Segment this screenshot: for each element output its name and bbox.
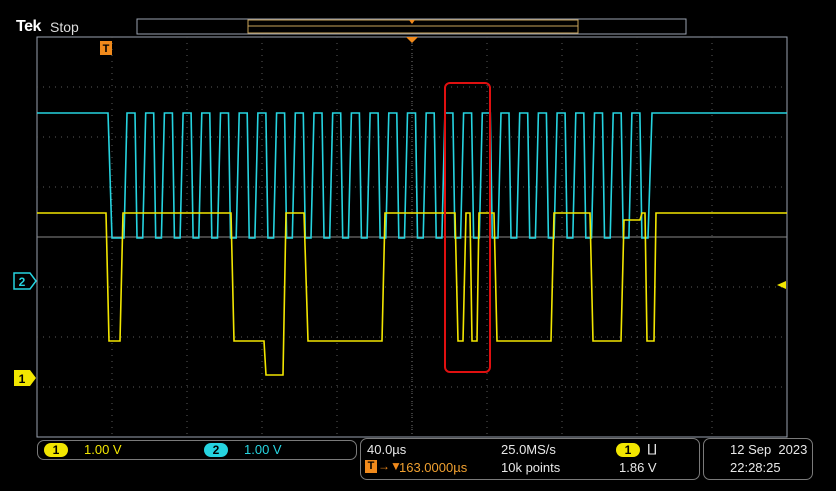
- horizontal-scale: 40.0µs: [367, 442, 407, 457]
- trigger-level: 1.86 V: [619, 460, 657, 475]
- ch1-badge[interactable]: 1: [44, 443, 68, 457]
- ch1-ground-marker: [14, 370, 36, 386]
- ch1-waveform: [37, 212, 787, 376]
- ch1-ground-label: 1: [19, 372, 26, 386]
- channel-scale-panel[interactable]: 1 1.00 V 2 1.00 V: [37, 440, 357, 460]
- ch2-waveform: [37, 112, 787, 239]
- timebase-panel[interactable]: 40.0µs 25.0MS/s 1 ⨿ T →▼ 163.0000µs 10k …: [360, 438, 700, 480]
- overview-trigger-marker: [409, 20, 415, 24]
- time-readout: 22:28:25: [730, 460, 781, 475]
- ch1-scale: 1.00 V: [84, 442, 122, 457]
- trigger-level-marker: [777, 281, 786, 289]
- trigger-source-badge[interactable]: 1: [616, 443, 640, 457]
- trigger-t-label: T: [103, 43, 110, 55]
- datetime-panel: 12 Sep 2023 22:28:25: [703, 438, 813, 480]
- acquisition-state[interactable]: Stop: [50, 19, 79, 35]
- record-overview-bar: [136, 18, 687, 35]
- delay-arrow-icon: →▼: [378, 459, 402, 473]
- sample-rate: 25.0MS/s: [501, 442, 556, 457]
- trigger-position-marker: [406, 37, 418, 43]
- brand-logo: Tek: [16, 18, 41, 35]
- ch2-scale: 1.00 V: [244, 442, 282, 457]
- trigger-t-marker: [100, 41, 112, 55]
- ch2-badge[interactable]: 2: [204, 443, 228, 457]
- ch2-ground-label: 2: [19, 275, 26, 289]
- ch2-ground-marker: [13, 272, 37, 290]
- rising-edge-icon: ⨿: [647, 441, 658, 457]
- date-readout: 12 Sep 2023: [730, 442, 808, 457]
- highlight-box: [444, 82, 491, 373]
- record-length: 10k points: [501, 460, 561, 475]
- trigger-delay-icon: T: [365, 460, 377, 473]
- trigger-delay: 163.0000µs: [399, 460, 468, 475]
